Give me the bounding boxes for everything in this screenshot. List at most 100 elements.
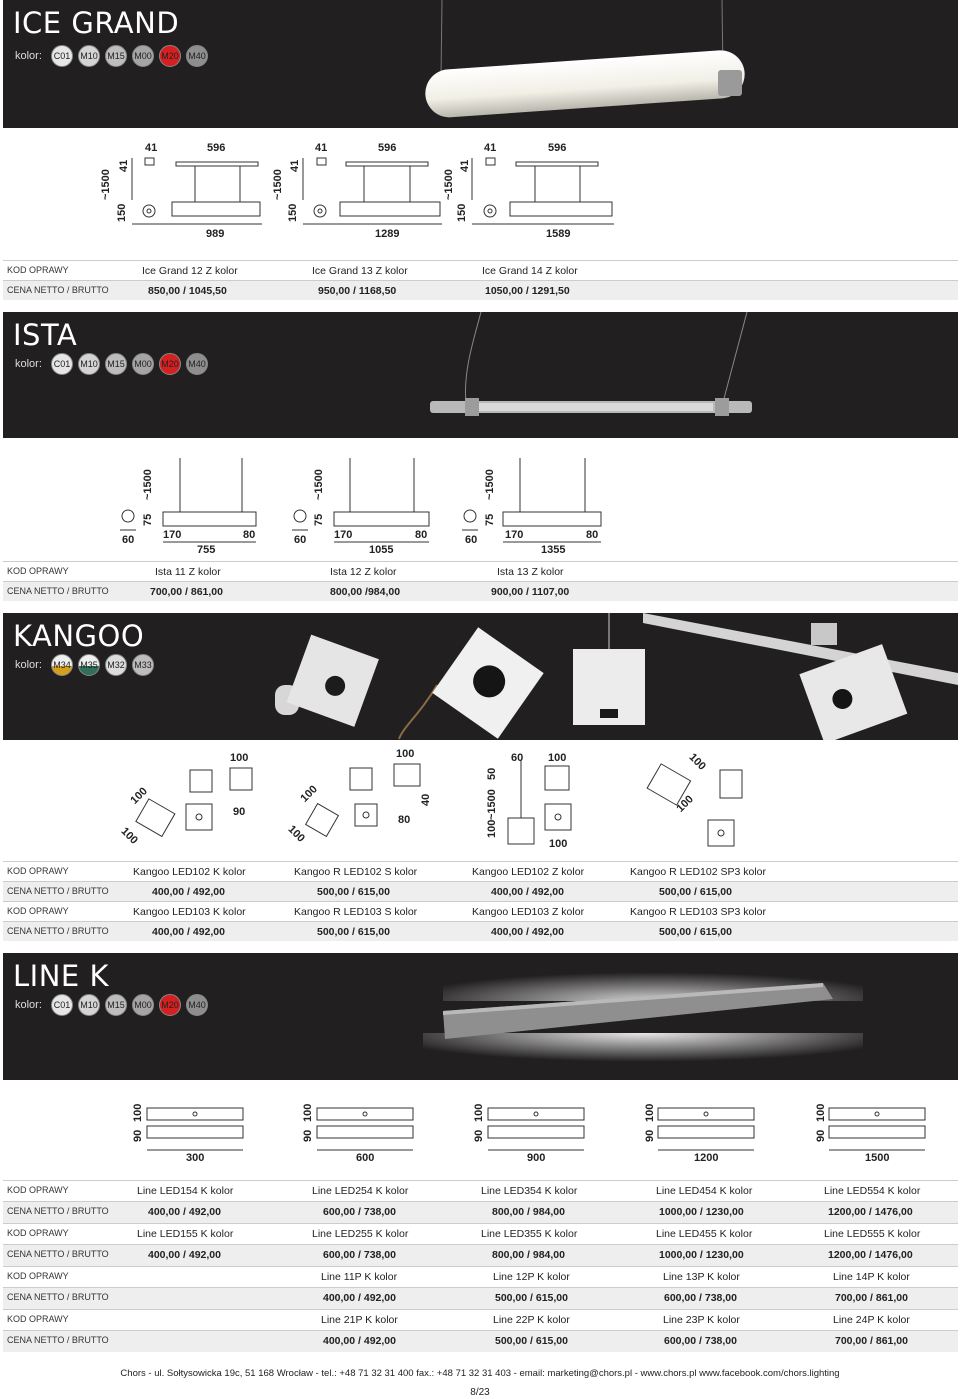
dim-kg-50: 50 [486,767,498,780]
dim-ista1-75: 75 [142,513,154,526]
dim-kg-100g: 100 [548,752,567,764]
table-row: KOD OPRAWY Kangoo LED103 K kolor Kangoo … [3,901,958,921]
page-number: 8/23 [470,1387,490,1398]
dim-kg-40: 40 [420,793,432,806]
line-k-lamp-image [423,953,863,1080]
dim-ista1-60: 60 [122,534,135,546]
swatch-m15[interactable]: M15 [105,994,127,1016]
ice-grand-drawings: 41 596 41 596 41 596 ~1500 41 ~1500 41 ~… [0,128,960,260]
dim-lk4-100: 100 [644,1103,656,1122]
table-row: KOD OPRAWY Ista 11 Z kolor Ista 12 Z kol… [3,561,958,581]
table-row: KOD OPRAWY Line LED154 K kolor Line LED2… [3,1180,958,1201]
table-row: CENA NETTO / BRUTTO 400,00 / 492,00 600,… [3,1244,958,1266]
dim-kg-1500: ~1500 [486,789,498,820]
ista-table: KOD OPRAWY Ista 11 Z kolor Ista 12 Z kol… [3,561,958,601]
swatch-m20[interactable]: M20 [159,45,181,67]
footer-contact: Chors - ul. Sołtysowicka 19c, 51 168 Wro… [120,1368,840,1379]
line-k-swatches: kolor: C01 M10 M15 M00 M20 M40 [15,994,213,1016]
dim-lk5-length: 1500 [865,1152,890,1164]
dim-ista1-length: 755 [197,544,216,556]
swatch-m00[interactable]: M00 [132,353,154,375]
swatch-m20[interactable]: M20 [159,994,181,1016]
swatch-m33[interactable]: M33 [132,654,154,676]
dim-kg-100d: 100 [396,748,415,760]
kangoo-swatches: kolor: M34 M35 M32 M33 [15,654,159,676]
kangoo-drawings: 100 100 90 100 100 100 40 80 100 60 100 … [0,740,960,862]
dim-lk2-100: 100 [302,1103,314,1122]
dim-kg-90: 90 [233,806,246,818]
dim-lk2-90: 90 [302,1129,314,1142]
dim-lk3-100: 100 [473,1103,485,1122]
swatch-m35[interactable]: M35 [78,654,100,676]
dim-ig3-drop: ~1500 [443,169,455,200]
swatch-m40[interactable]: M40 [186,994,208,1016]
swatch-m10[interactable]: M10 [78,353,100,375]
dim-kg-100a: 100 [230,752,249,764]
line-k-drawings: 90 100 90 100 90 100 90 100 90 100 300 6… [0,1080,960,1172]
dim-ista2-80: 80 [415,529,428,541]
swatch-m00[interactable]: M00 [132,994,154,1016]
dim-lk3-90: 90 [473,1129,485,1142]
table-row: CENA NETTO / BRUTTO 700,00 / 861,00 800,… [3,581,958,601]
ice-grand-band: ICE GRAND kolor: C01 M10 M15 M00 M20 M40 [3,0,958,128]
dim-ista3-75: 75 [484,513,496,526]
dim-lk2-length: 600 [356,1152,375,1164]
dim-lk1-90: 90 [132,1129,144,1142]
swatch-c01[interactable]: C01 [51,994,73,1016]
swatch-m10[interactable]: M10 [78,994,100,1016]
swatch-m15[interactable]: M15 [105,353,127,375]
dim-ista3-80: 80 [586,529,599,541]
kangoo-table: KOD OPRAWY Kangoo LED102 K kolor Kangoo … [3,861,958,941]
swatch-m34[interactable]: M34 [51,654,73,676]
kangoo-band: KANGOO kolor: M34 M35 M32 M33 [3,613,958,740]
dim-lk1-length: 300 [186,1152,205,1164]
dim-kg-100h: 100 [486,819,498,838]
dim-lk4-length: 1200 [694,1152,719,1164]
ista-drawings: ~1500 ~1500 ~1500 75 75 75 60 60 60 170 … [0,438,960,560]
dim-lk1-100: 100 [132,1103,144,1122]
swatch-m40[interactable]: M40 [186,353,208,375]
table-row: CENA NETTO / BRUTTO 400,00 / 492,00 500,… [3,1287,958,1309]
line-k-table: KOD OPRAWY Line LED154 K kolor Line LED2… [3,1180,958,1352]
table-row: KOD OPRAWY Ice Grand 12 Z kolor Ice Gran… [3,260,958,280]
dim-ig3-41: 41 [484,142,497,154]
line-k-diagram [146,1107,926,1151]
swatch-m10[interactable]: M10 [78,45,100,67]
swatch-m00[interactable]: M00 [132,45,154,67]
ice-grand-swatches: kolor: C01 M10 M15 M00 M20 M40 [15,45,213,67]
dim-ig3-150: 150 [456,203,468,222]
ista-swatches: kolor: C01 M10 M15 M00 M20 M40 [15,353,213,375]
table-row: CENA NETTO / BRUTTO 400,00 / 492,00 500,… [3,1330,958,1352]
dim-ig1-length: 989 [206,228,225,240]
table-row: CENA NETTO / BRUTTO 400,00 / 492,00 600,… [3,1201,958,1223]
dim-ig2-drop: ~1500 [272,169,284,200]
table-row: CENA NETTO / BRUTTO 850,00 / 1045,50 950… [3,280,958,300]
dim-kg-60: 60 [511,752,524,764]
dim-ista1-80: 80 [243,529,256,541]
line-k-band: LINE K kolor: C01 M10 M15 M00 M20 M40 [3,953,958,1080]
dim-ista1-drop: ~1500 [142,469,154,500]
dim-ig2-length: 1289 [375,228,400,240]
dim-ista2-drop: ~1500 [313,469,325,500]
dim-ista2-length: 1055 [369,544,394,556]
dim-lk5-100: 100 [815,1103,827,1122]
dim-ista3-length: 1355 [541,544,566,556]
dim-lk4-90: 90 [644,1129,656,1142]
ice-grand-title: ICE GRAND [13,6,180,40]
dim-ig1-41: 41 [145,142,158,154]
swatch-c01[interactable]: C01 [51,45,73,67]
dim-ista3-drop: ~1500 [484,469,496,500]
dim-ista3-170: 170 [505,529,524,541]
swatch-m40[interactable]: M40 [186,45,208,67]
ista-lamp-image [430,312,752,416]
dim-lk3-length: 900 [527,1152,546,1164]
swatch-m15[interactable]: M15 [105,45,127,67]
dim-ista2-60: 60 [294,534,307,546]
swatch-c01[interactable]: C01 [51,353,73,375]
dim-ig2-41: 41 [315,142,328,154]
swatch-m32[interactable]: M32 [105,654,127,676]
dim-ig2-150: 150 [287,203,299,222]
kolor-label: kolor: [15,50,42,62]
ista-diagram [120,458,602,543]
swatch-m20[interactable]: M20 [159,353,181,375]
